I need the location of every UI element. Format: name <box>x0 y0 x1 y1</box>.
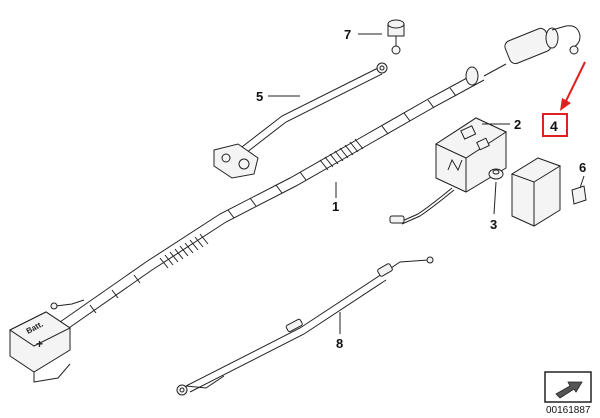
reference-arrow-icon <box>555 381 583 399</box>
cable-part-5 <box>213 62 388 179</box>
leader-lines <box>268 33 585 334</box>
callout-4: 4 <box>550 118 558 134</box>
callout-7: 7 <box>344 27 351 42</box>
callout-5: 5 <box>256 89 263 104</box>
battery-polarity: + <box>36 337 43 351</box>
callout-2: 2 <box>514 117 521 132</box>
callout-1: 1 <box>332 199 339 214</box>
document-reference: 00161887 <box>544 371 592 416</box>
cover-part-4 <box>510 157 562 227</box>
control-module-part-2 <box>389 117 508 225</box>
nut-part-3 <box>488 168 504 180</box>
highlight-box <box>542 113 568 137</box>
callout-8: 8 <box>336 336 343 351</box>
cable-part-8 <box>176 256 434 396</box>
battery-terminal: Batt. + <box>9 311 71 383</box>
callout-3: 3 <box>490 217 497 232</box>
battery-cable: Batt. + <box>9 25 581 383</box>
terminal-nut-part-7 <box>387 19 405 55</box>
document-number: 00161887 <box>546 405 591 416</box>
callout-6: 6 <box>579 160 586 175</box>
highlight-indicator <box>542 61 586 137</box>
clip-part-6 <box>571 185 587 205</box>
